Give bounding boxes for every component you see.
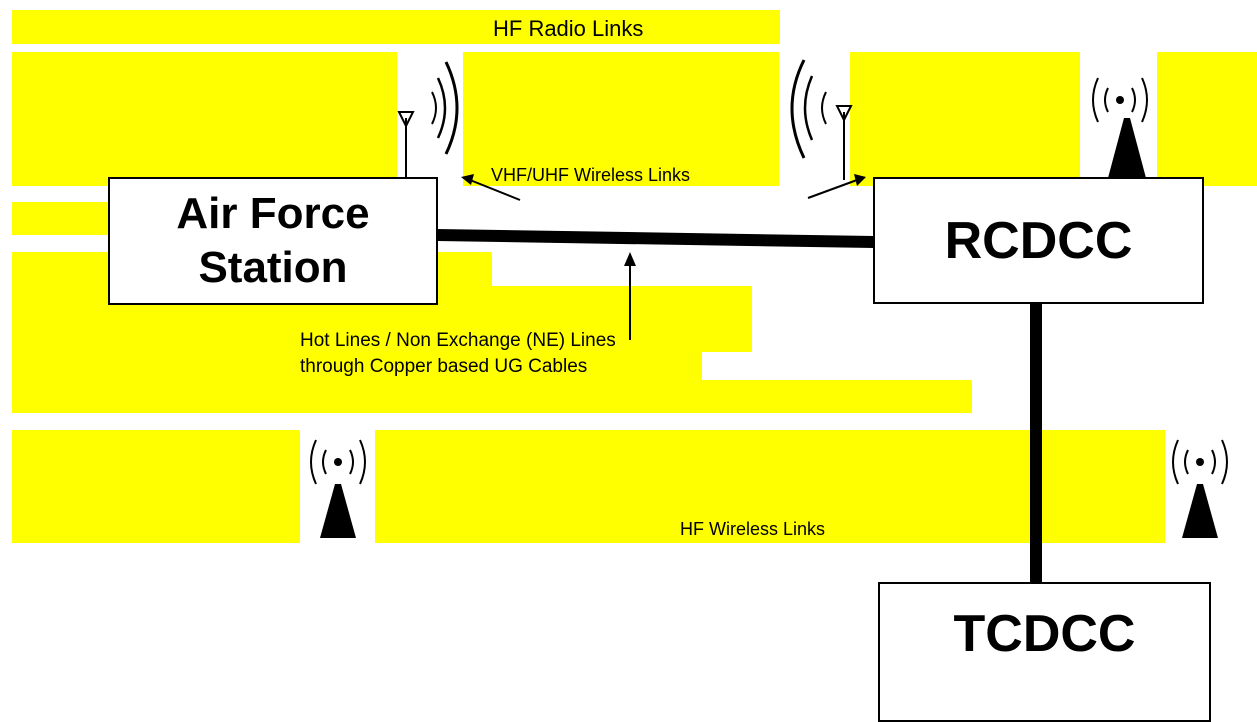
vhf-pointer-right	[807, 179, 858, 199]
hot-lines-arrowhead	[624, 252, 636, 266]
connections-layer	[310, 59, 1228, 585]
vhf-arrowhead-left	[461, 174, 474, 185]
hot-line-link	[436, 229, 875, 248]
highlight-block-bottom-left	[12, 430, 300, 543]
highlight-band-top	[12, 10, 780, 44]
hot-lines-label-line1: Hot Lines / Non Exchange (NE) Lines	[300, 330, 616, 351]
highlight-strip-left-mid	[12, 202, 112, 235]
highlight-block-right-top	[850, 52, 1080, 186]
tcdcc-node: TCDCC	[878, 582, 1211, 722]
antenna-icon	[397, 111, 415, 180]
hot-lines-label-line2: through Copper based UG Cables	[300, 356, 588, 377]
air-force-station-label-line1: Air Force	[176, 189, 370, 238]
highlight-band-mid-bottom	[12, 380, 972, 413]
vhf-uhf-wireless-links-label: VHF/UHF Wireless Links	[491, 165, 691, 185]
broadcast-tower-icon	[1172, 439, 1228, 538]
air-force-station-node: Air Force Station	[108, 177, 438, 305]
hf-radio-links-label: HF Radio Links	[493, 16, 644, 41]
radio-waves-icon	[431, 61, 459, 155]
highlight-block-left-top	[12, 52, 397, 186]
highlight-block-far-right-top	[1157, 52, 1257, 186]
air-force-station-label-line2: Station	[198, 243, 348, 292]
radio-waves-icon	[790, 59, 827, 159]
highlight-block-center-top	[463, 52, 779, 186]
highlight-block-mid-lower-left	[12, 352, 702, 380]
broadcast-tower-icon	[1092, 77, 1148, 178]
vhf-pointer-left	[469, 179, 521, 201]
antenna-icon	[835, 105, 853, 180]
broadcast-tower-icon	[310, 439, 366, 538]
rcdcc-node: RCDCC	[873, 177, 1204, 304]
vhf-arrowhead-right	[854, 174, 866, 186]
hf-wireless-links-label: HF Wireless Links	[680, 519, 826, 539]
rcdcc-label: RCDCC	[944, 211, 1133, 270]
tcdcc-label: TCDCC	[953, 605, 1136, 663]
